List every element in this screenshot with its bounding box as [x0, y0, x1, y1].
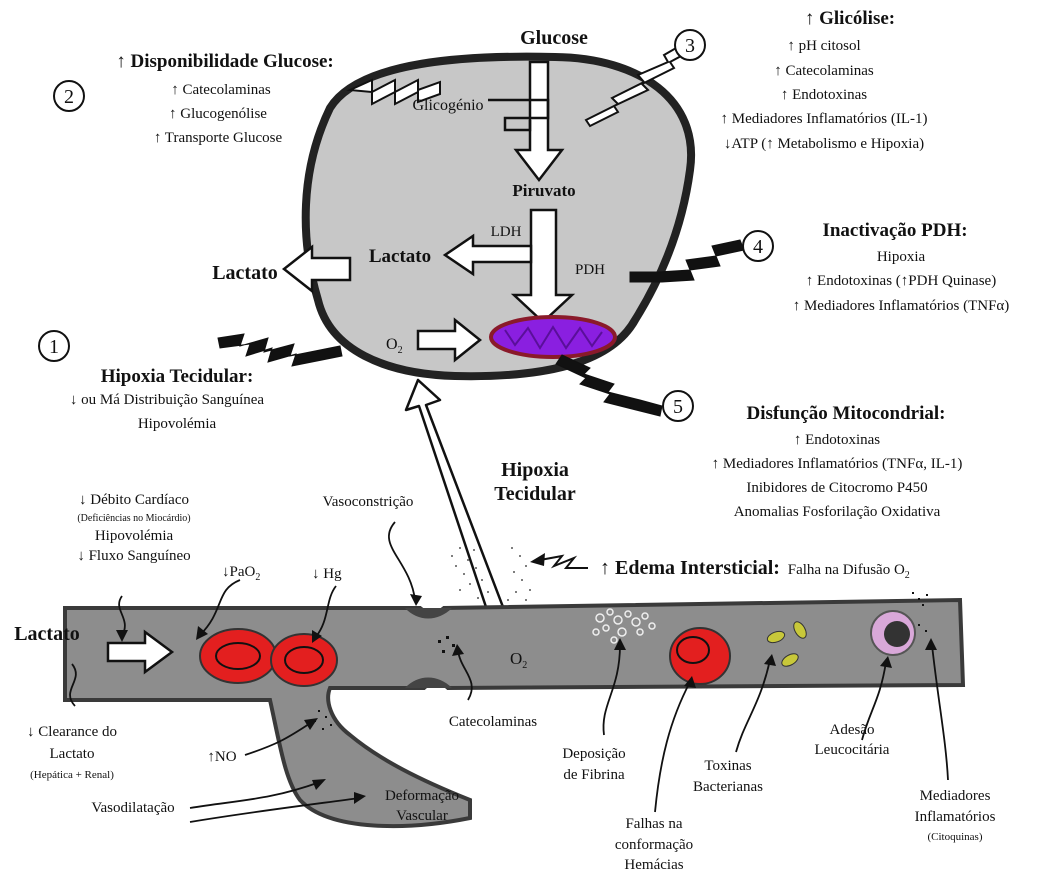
vasodilation-label: Vasodilatação — [91, 800, 174, 816]
svg-text:4: 4 — [753, 236, 763, 258]
factor-1-item: Hipovolémia — [138, 416, 217, 432]
factor-2-title: ↑ Disponibilidade Glucose: — [116, 51, 334, 72]
factor-2-item: ↑ Transporte Glucose — [154, 130, 283, 146]
factor-3-item: ↑ Endotoxinas — [781, 87, 867, 103]
factor-2-item: ↑ Catecolaminas — [171, 82, 271, 98]
clearance-note: (Hepática + Renal) — [30, 769, 114, 781]
rbc-deformation-label: Falhas na — [625, 816, 682, 832]
red-blood-cell — [200, 629, 276, 683]
glycogen-label: Glicogénio — [412, 97, 483, 114]
factor-3-item: ↑ pH citosol — [787, 38, 860, 54]
svg-text:5: 5 — [673, 396, 683, 418]
cytokines-note: (Citoquinas) — [928, 831, 983, 843]
leukocyte — [871, 611, 915, 655]
red-blood-cell — [271, 634, 337, 686]
factor-4-title: Inactivação PDH: — [822, 220, 967, 241]
factor-2-marker: 2 — [54, 81, 84, 111]
hipoxia-center-label: Hipoxia — [501, 459, 569, 481]
vessel-lactate-label: Lactato — [14, 623, 80, 645]
factor-5-item: ↑ Mediadores Inflamatórios (TNFα, IL-1) — [712, 456, 963, 472]
clearance-label: Lactato — [50, 746, 95, 762]
factor-3-item: ↓ATP (↑ Metabolismo e Hipoxia) — [724, 136, 924, 152]
lightning-5 — [556, 355, 662, 416]
ldh-label: LDH — [491, 224, 522, 240]
svg-text:2: 2 — [64, 86, 74, 108]
vasoconstriction-label: Vasoconstrição — [323, 494, 414, 510]
factor-5-marker: 5 — [663, 391, 693, 421]
cardiac-output-label: ↓ Débito Cardíaco — [79, 492, 189, 508]
fibrin-label: de Fibrina — [563, 767, 625, 783]
hypovolemia-label: Hipovolémia — [95, 528, 174, 544]
cytokines-label: Inflamatórios — [915, 809, 996, 825]
svg-text:3: 3 — [685, 35, 695, 57]
factor-5-title: Disfunção Mitocondrial: — [747, 403, 946, 424]
factor-3-marker: 3 — [675, 30, 705, 60]
factor-3-item: ↑ Catecolaminas — [774, 63, 874, 79]
edema-pointer — [540, 556, 588, 568]
factor-5-item: Inibidores de Citocromo P450 — [746, 480, 927, 496]
glucose-label: Glucose — [520, 27, 588, 49]
cell-lactate-label: Lactato — [369, 246, 431, 267]
leukocyte-adhesion-label: Adesão — [830, 722, 875, 738]
hg-label: ↓ Hg — [312, 566, 342, 582]
factor-5-item: ↑ Endotoxinas — [794, 432, 880, 448]
factor-2-item: ↑ Glucogenólise — [169, 106, 267, 122]
vascular-deformation-label: Deformação — [385, 788, 459, 804]
pdh-label: PDH — [575, 262, 605, 278]
edema-pointer-head — [530, 553, 545, 566]
pao2-label: ↓PaO2 — [222, 564, 260, 583]
cytokines-label: Mediadores — [920, 788, 991, 804]
clearance-label: ↓ Clearance do — [27, 724, 117, 740]
factor-3-title: ↑ Glicólise: — [805, 8, 895, 29]
bacterial-toxins-label: Bacterianas — [693, 779, 763, 795]
vascular-deformation-label: Vascular — [396, 808, 448, 824]
no-label: ↑NO — [207, 749, 236, 765]
red-blood-cell-deformed — [670, 628, 730, 684]
factor-4-item: ↑ Endotoxinas (↑PDH Quinase) — [806, 273, 996, 289]
fibrin-label: Deposição — [562, 746, 625, 762]
hipoxia-center-label: Tecidular — [494, 483, 576, 505]
pyruvate-label: Piruvato — [512, 181, 575, 200]
svg-text:1: 1 — [49, 336, 59, 358]
factor-4-marker: 4 — [743, 231, 773, 261]
leukocyte-adhesion-label: Leucocitária — [815, 742, 890, 758]
lactate-out-label: Lactato — [212, 262, 278, 284]
rbc-deformation-label: conformação — [615, 837, 693, 853]
edema-label: ↑ Edema Intersticial: Falha na Difusão O… — [600, 557, 910, 581]
factor-1-marker: 1 — [39, 331, 69, 361]
factor-1-item: ↓ ou Má Distribuição Sanguínea — [70, 392, 264, 408]
blood-flow-label: ↓ Fluxo Sanguíneo — [77, 548, 190, 564]
factor-4-item: ↑ Mediadores Inflamatórios (TNFα) — [793, 298, 1010, 314]
bacterial-toxins-label: Toxinas — [704, 758, 751, 774]
catecholamines-label: Catecolaminas — [449, 714, 537, 730]
factor-5-item: Anomalias Fosforilação Oxidativa — [734, 504, 941, 520]
factor-4-item: Hipoxia — [877, 249, 926, 265]
cardiac-output-note: (Deficiências no Miocárdio) — [77, 513, 190, 524]
factor-1-title: Hipoxia Tecidular: — [101, 366, 254, 387]
factor-3-item: ↑ Mediadores Inflamatórios (IL-1) — [720, 111, 927, 127]
lightning-1 — [218, 334, 342, 366]
rbc-deformation-label: Hemácias — [624, 857, 683, 873]
